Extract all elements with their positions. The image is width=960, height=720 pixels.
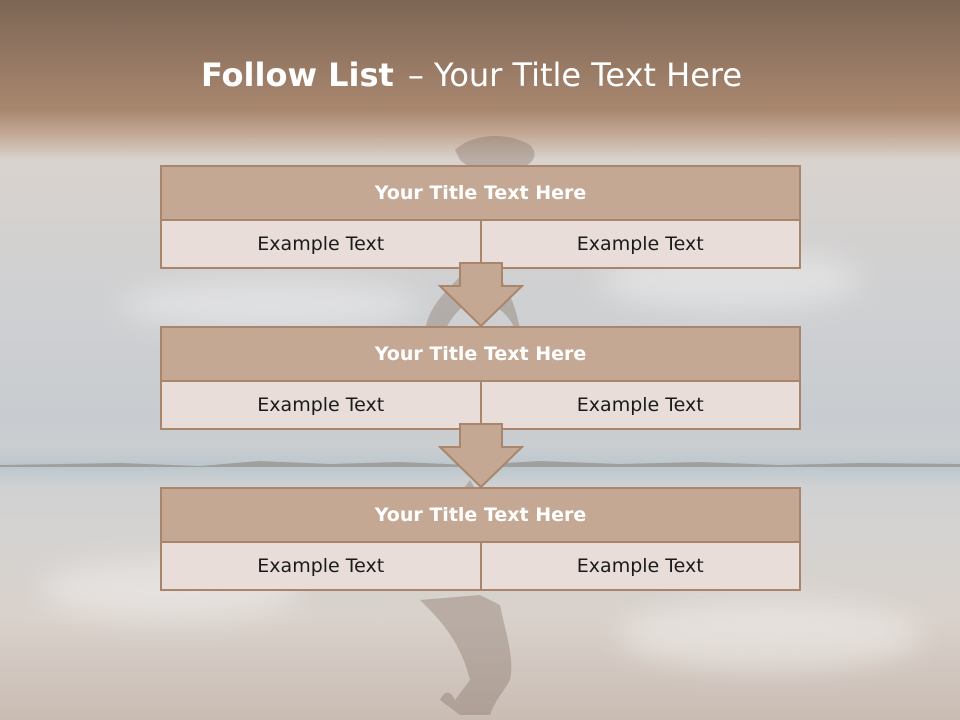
block-cell-left: Example Text [160, 380, 482, 430]
background-cloud [120, 280, 420, 330]
list-block-3: Your Title Text Here Example Text Exampl… [160, 487, 801, 591]
block-title: Your Title Text Here [160, 326, 801, 382]
list-block-2: Your Title Text Here Example Text Exampl… [160, 326, 801, 430]
background-cloud [620, 600, 920, 670]
block-cell-right: Example Text [479, 380, 801, 430]
block-cell-right: Example Text [479, 219, 801, 269]
block-cell-right: Example Text [479, 541, 801, 591]
block-title: Your Title Text Here [160, 487, 801, 543]
down-arrow-icon [438, 262, 524, 328]
list-block-1: Your Title Text Here Example Text Exampl… [160, 165, 801, 269]
background-shoreline [0, 461, 960, 467]
down-arrow-icon [438, 423, 524, 489]
page-title: Follow List – Your Title Text Here [0, 55, 943, 95]
title-bold: Follow List [200, 56, 394, 94]
title-rest: – Your Title Text Here [407, 56, 743, 94]
block-row: Example Text Example Text [160, 219, 801, 269]
block-cell-left: Example Text [160, 219, 482, 269]
block-cell-left: Example Text [160, 541, 482, 591]
block-title: Your Title Text Here [160, 165, 801, 221]
block-row: Example Text Example Text [160, 380, 801, 430]
block-row: Example Text Example Text [160, 541, 801, 591]
